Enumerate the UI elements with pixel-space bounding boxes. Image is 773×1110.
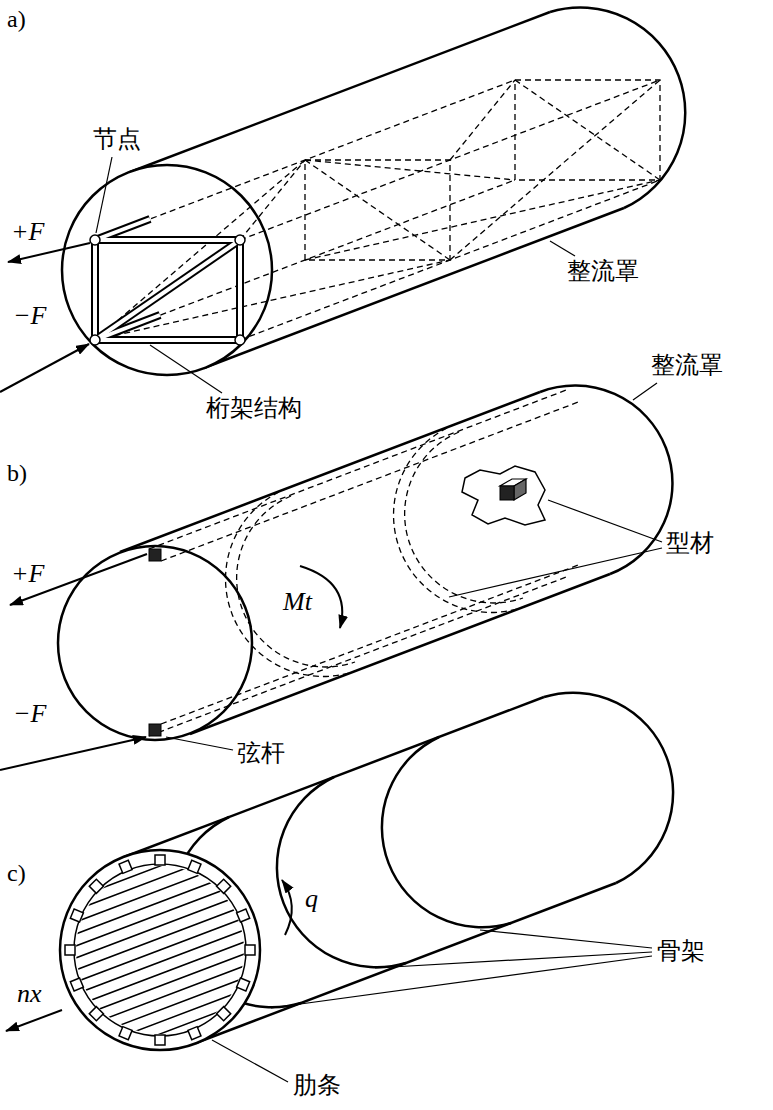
force-label: −F	[12, 700, 47, 729]
force-label: −F	[12, 302, 47, 331]
part-label: 型材	[665, 530, 715, 556]
part-label: 肋条	[292, 1072, 342, 1098]
moment-label: Mt	[282, 588, 313, 617]
part-label: 整流罩	[650, 352, 724, 378]
part-label: 整流罩	[566, 258, 640, 284]
part-label: 节点	[92, 126, 142, 152]
flow-label: q	[304, 885, 319, 914]
part-label: 弦杆	[236, 740, 286, 766]
panel-label: c)	[6, 860, 27, 886]
force-label: +F	[10, 560, 45, 589]
panel-label: b)	[6, 460, 28, 486]
force-label: +F	[10, 218, 45, 247]
load-label: nx	[16, 980, 43, 1009]
panel-label: a)	[6, 6, 27, 32]
part-label: 桁架结构	[205, 395, 303, 421]
part-label: 骨架	[656, 938, 706, 964]
